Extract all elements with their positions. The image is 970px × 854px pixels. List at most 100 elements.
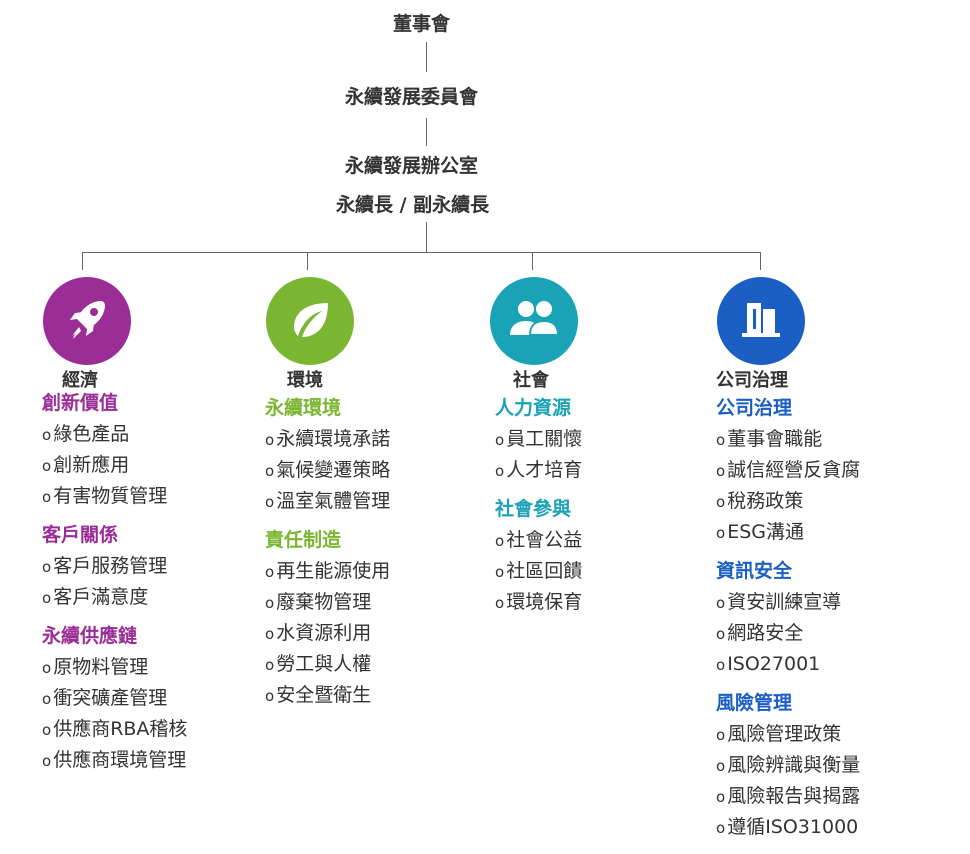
bullet-icon: o	[265, 431, 275, 449]
bullet-icon: o	[42, 558, 52, 576]
list-item-label: 原物料管理	[53, 656, 149, 678]
list-item-label: 風險辨識與衡量	[727, 754, 861, 776]
list-item-label: 水資源利用	[276, 622, 372, 644]
bullet-icon: o	[495, 431, 505, 449]
list-item-label: 再生能源使用	[276, 560, 391, 582]
list-item-label: 供應商環境管理	[53, 749, 187, 771]
section-title: 人力資源	[495, 397, 572, 419]
economy-circle	[43, 277, 131, 365]
bullet-icon: o	[716, 726, 726, 744]
list-item-label: 衝突礦產管理	[53, 687, 168, 709]
list-item-label: ISO27001	[727, 653, 821, 675]
list-item-label: 氣候變遷策略	[276, 459, 391, 481]
bullet-icon: o	[42, 589, 52, 607]
category-title-environment: 環境	[287, 370, 323, 391]
list-item-label: 誠信經營反貪腐	[727, 459, 861, 481]
section-title: 創新價值	[42, 392, 119, 414]
list-item-label: 董事會職能	[727, 428, 823, 450]
bullet-icon: o	[265, 594, 275, 612]
list-item-label: 綠色產品	[53, 423, 130, 445]
list-item-label: 廢棄物管理	[276, 591, 372, 613]
officer-node: 永續長 / 副永續長	[336, 194, 490, 216]
section-title: 永續環境	[265, 397, 342, 419]
bullet-icon: o	[716, 625, 726, 643]
bullet-icon: o	[716, 493, 726, 511]
section-title: 資訊安全	[716, 560, 793, 582]
leaf-icon	[284, 293, 336, 349]
connector-bus	[82, 252, 760, 253]
bullet-icon: o	[265, 656, 275, 674]
section-title: 永續供應鏈	[42, 625, 138, 647]
list-item-label: ESG溝通	[727, 521, 804, 543]
list-item-label: 勞工與人權	[276, 653, 372, 675]
list-item-label: 安全暨衛生	[276, 684, 372, 706]
bullet-icon: o	[42, 752, 52, 770]
bullet-icon: o	[716, 594, 726, 612]
list-item-label: 有害物質管理	[53, 485, 168, 507]
list-item-label: 人才培育	[506, 459, 583, 481]
connector-line	[82, 252, 83, 270]
connector-line	[760, 252, 761, 270]
bullet-icon: o	[42, 488, 52, 506]
section-title: 風險管理	[716, 692, 793, 714]
bullet-icon: o	[265, 462, 275, 480]
section-title: 社會參與	[495, 498, 572, 520]
category-title-economy: 經濟	[62, 370, 98, 391]
bullet-icon: o	[495, 563, 505, 581]
list-item-label: 風險報告與揭露	[727, 785, 861, 807]
list-item-label: 稅務政策	[727, 490, 804, 512]
list-item-label: 溫室氣體管理	[276, 490, 391, 512]
bullet-icon: o	[716, 757, 726, 775]
connector-line	[307, 252, 308, 270]
list-item-label: 創新應用	[53, 454, 130, 476]
bullet-icon: o	[42, 426, 52, 444]
bullet-icon: o	[42, 457, 52, 475]
list-item-label: 客戶服務管理	[53, 555, 168, 577]
society-circle	[490, 277, 578, 365]
list-item-label: 環境保育	[506, 591, 583, 613]
list-item-label: 資安訓練宣導	[727, 591, 842, 613]
connector-line	[426, 222, 427, 252]
connector-line	[426, 42, 427, 72]
list-item-label: 員工關懷	[506, 428, 583, 450]
section-gap	[265, 517, 390, 525]
list-item-label: 供應商RBA稽核	[53, 718, 188, 740]
bullet-icon: o	[265, 687, 275, 705]
section-gap	[495, 486, 582, 494]
section-title: 責任制造	[265, 529, 342, 551]
bullet-icon: o	[716, 462, 726, 480]
board-node: 董事會	[393, 13, 451, 35]
bullet-icon: o	[495, 594, 505, 612]
office-node: 永續發展辦公室	[345, 155, 479, 177]
list-item-label: 網路安全	[727, 622, 804, 644]
bullet-icon: o	[716, 431, 726, 449]
list-item-label: 遵循ISO31000	[727, 816, 859, 838]
bullet-icon: o	[716, 524, 726, 542]
section-gap	[716, 680, 860, 688]
bullet-icon: o	[716, 819, 726, 837]
